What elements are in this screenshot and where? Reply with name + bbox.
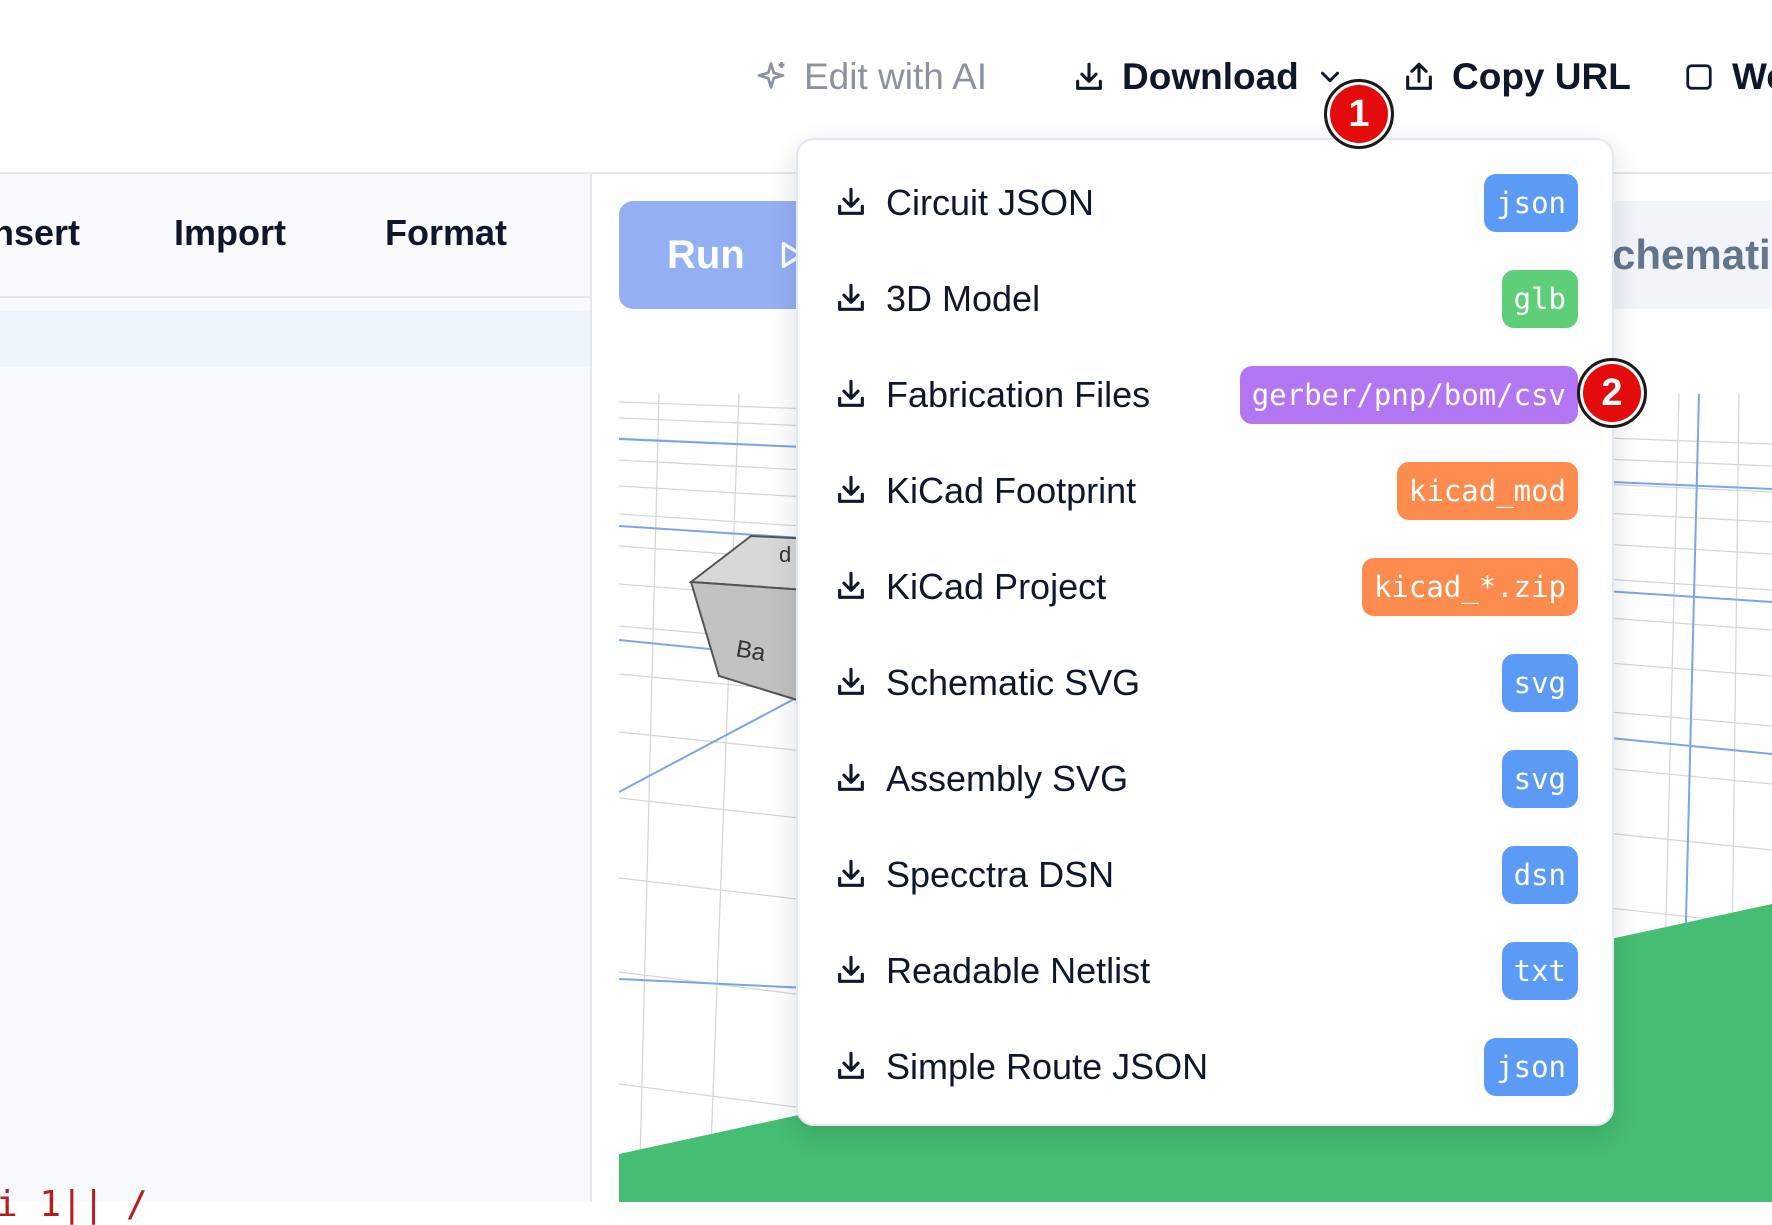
download-icon bbox=[834, 953, 870, 989]
chevron-down-icon bbox=[1315, 62, 1345, 92]
step-marker-2: 2 bbox=[1577, 358, 1647, 428]
download-icon bbox=[834, 1049, 870, 1085]
step-marker-1: 1 bbox=[1324, 79, 1394, 149]
download-option-left: Readable Netlist bbox=[834, 950, 1150, 992]
edit-with-ai-label: Edit with AI bbox=[804, 56, 988, 97]
download-option[interactable]: Readable Netlist txt bbox=[834, 939, 1578, 1003]
download-option-label: Schematic SVG bbox=[886, 662, 1141, 703]
download-option-label: Simple Route JSON bbox=[886, 1046, 1209, 1087]
menu-insert[interactable]: nsert bbox=[0, 212, 81, 253]
menu-import[interactable]: Import bbox=[174, 212, 286, 253]
download-icon bbox=[834, 281, 870, 317]
download-option-left: 3D Model bbox=[834, 278, 1040, 320]
download-option-label: KiCad Footprint bbox=[886, 470, 1137, 511]
download-icon bbox=[834, 761, 870, 797]
format-badge: svg bbox=[1501, 654, 1578, 712]
format-badge: glb bbox=[1501, 270, 1578, 328]
download-option-label: 3D Model bbox=[886, 278, 1041, 319]
web-label: We bbox=[1732, 56, 1772, 97]
editor-menubar: nsert Import Format bbox=[0, 174, 590, 298]
download-icon bbox=[834, 377, 870, 413]
download-option[interactable]: Circuit JSON json bbox=[834, 171, 1578, 235]
download-option[interactable]: 3D Model glb bbox=[834, 267, 1578, 331]
download-option-left: Assembly SVG bbox=[834, 758, 1128, 800]
download-option-left: KiCad Project bbox=[834, 566, 1106, 608]
download-icon bbox=[834, 473, 870, 509]
download-option[interactable]: Schematic SVG svg bbox=[834, 651, 1578, 715]
edit-with-ai-button[interactable]: Edit with AI bbox=[752, 52, 987, 102]
sparkle-icon bbox=[752, 58, 790, 96]
download-icon bbox=[834, 665, 870, 701]
tab-schematic[interactable]: chemati bbox=[1592, 201, 1772, 309]
download-option[interactable]: Simple Route JSON json bbox=[834, 1035, 1578, 1099]
format-badge: json bbox=[1484, 174, 1578, 232]
format-badge: json bbox=[1484, 1038, 1578, 1096]
format-badge: gerber/pnp/bom/csv bbox=[1239, 366, 1578, 424]
download-icon bbox=[834, 857, 870, 893]
download-icon bbox=[1070, 58, 1108, 96]
download-option-left: Schematic SVG bbox=[834, 662, 1140, 704]
format-badge: dsn bbox=[1501, 846, 1578, 904]
cube-label-front: Ba bbox=[734, 635, 768, 667]
download-option-left: Specctra DSN bbox=[834, 854, 1114, 896]
download-option-label: Assembly SVG bbox=[886, 758, 1129, 799]
download-option-label: Specctra DSN bbox=[886, 854, 1115, 895]
active-line-highlight bbox=[0, 311, 590, 367]
share-icon bbox=[1400, 58, 1438, 96]
download-option-left: Circuit JSON bbox=[834, 182, 1094, 224]
download-icon bbox=[834, 569, 870, 605]
format-badge: kicad_mod bbox=[1396, 462, 1578, 520]
play-icon bbox=[775, 238, 809, 272]
download-menu-button[interactable]: Download bbox=[1070, 52, 1345, 102]
tab-schematic-label: chemati bbox=[1612, 231, 1771, 278]
download-option-label: Circuit JSON bbox=[886, 182, 1095, 223]
download-option-label: Fabrication Files bbox=[886, 374, 1151, 415]
download-label: Download bbox=[1122, 56, 1299, 97]
menu-format[interactable]: Format bbox=[385, 212, 508, 253]
download-option-label: Readable Netlist bbox=[886, 950, 1151, 991]
cube-label-top: d bbox=[779, 542, 791, 567]
code-editor-panel: nsert Import Format i 1|| / bbox=[0, 174, 592, 1225]
download-option-left: Fabrication Files bbox=[834, 374, 1150, 416]
copy-url-label: Copy URL bbox=[1452, 56, 1631, 97]
web-checkbox-option[interactable]: We bbox=[1680, 52, 1772, 102]
format-badge: txt bbox=[1501, 942, 1578, 1000]
format-badge: svg bbox=[1501, 750, 1578, 808]
download-option-label: KiCad Project bbox=[886, 566, 1107, 607]
download-option[interactable]: Fabrication Files gerber/pnp/bom/csv bbox=[834, 363, 1578, 427]
download-option[interactable]: Assembly SVG svg bbox=[834, 747, 1578, 811]
code-text[interactable]: i 1|| / bbox=[0, 1184, 148, 1225]
download-icon bbox=[834, 185, 870, 221]
copy-url-button[interactable]: Copy URL bbox=[1400, 52, 1631, 102]
checkbox-icon[interactable] bbox=[1680, 58, 1718, 96]
download-option[interactable]: KiCad Project kicad_*.zip bbox=[834, 555, 1578, 619]
download-option-left: KiCad Footprint bbox=[834, 470, 1136, 512]
run-label: Run bbox=[667, 232, 745, 277]
download-option[interactable]: Specctra DSN dsn bbox=[834, 843, 1578, 907]
download-option[interactable]: KiCad Footprint kicad_mod bbox=[834, 459, 1578, 523]
download-option-left: Simple Route JSON bbox=[834, 1046, 1208, 1088]
format-badge: kicad_*.zip bbox=[1361, 558, 1578, 616]
